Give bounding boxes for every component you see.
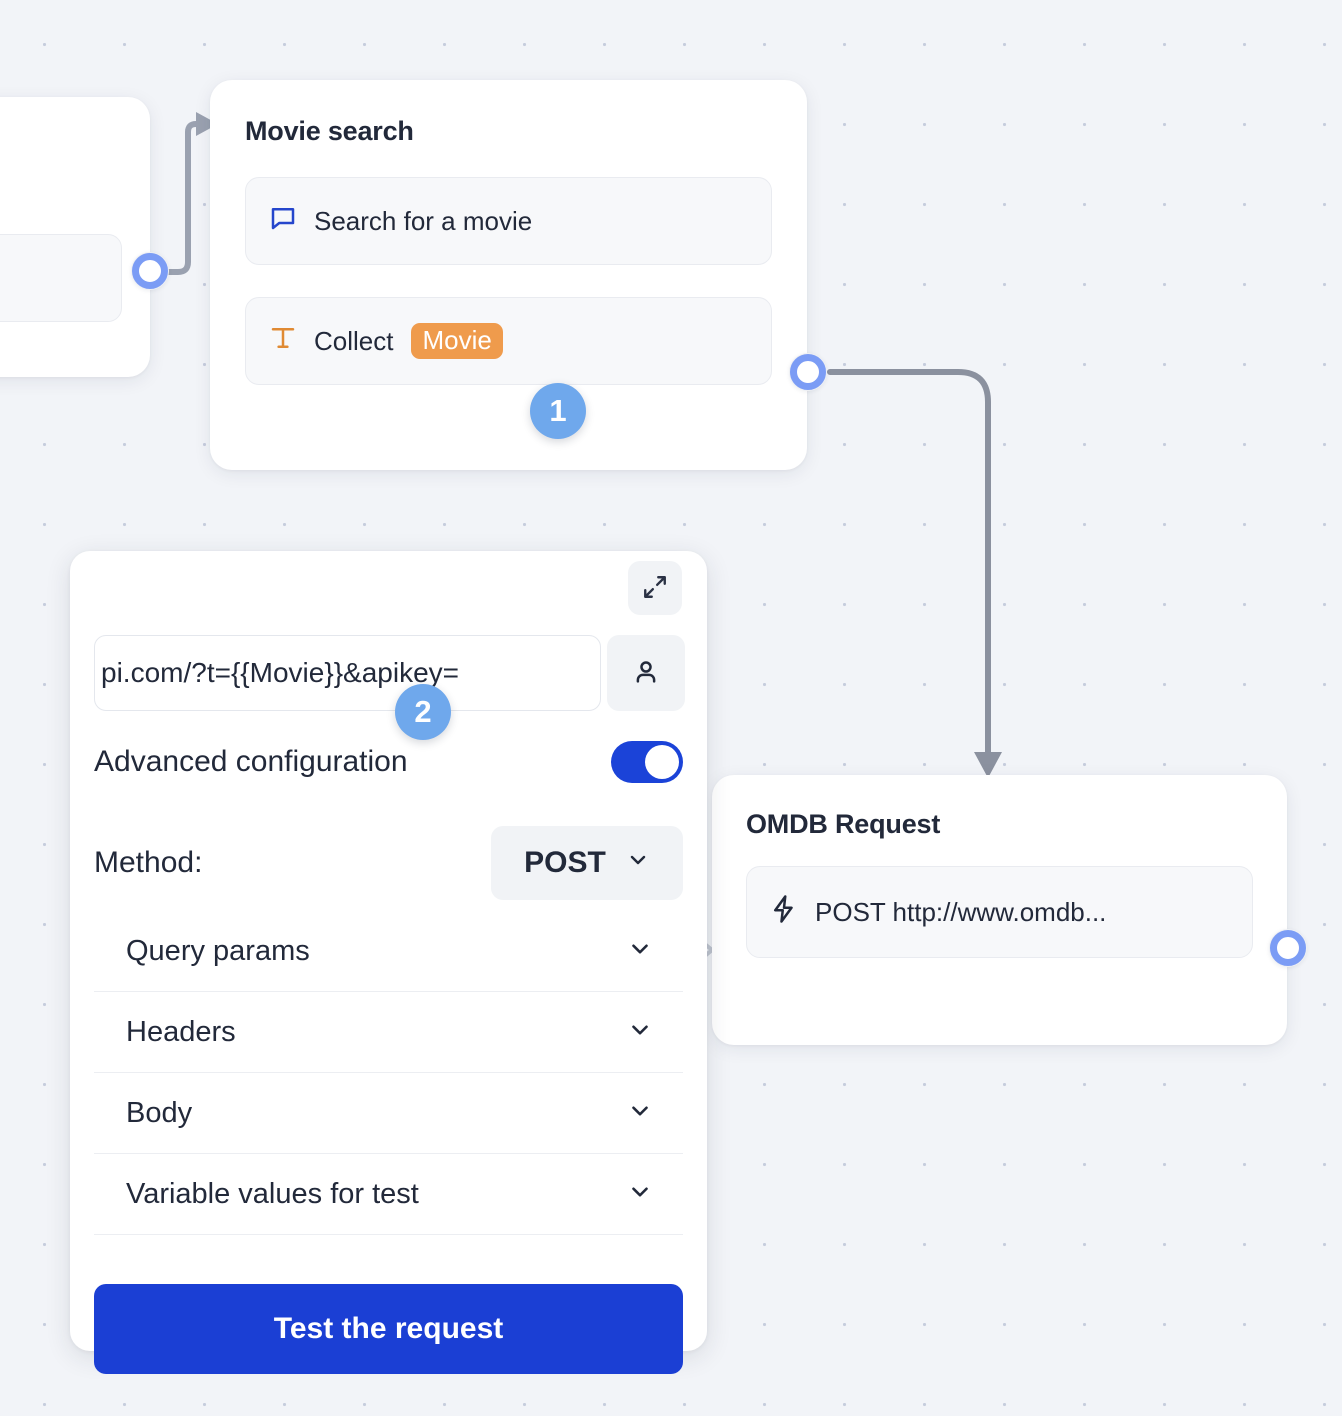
node-row-placeholder [0,234,122,322]
connector-handle-omdb-output[interactable] [1269,929,1307,967]
node-row-post-request[interactable]: POST http://www.omdb... [746,866,1253,958]
chevron-down-icon [627,1179,653,1210]
accordion-list: Query params Headers Body Variable value… [94,911,683,1235]
lightning-bolt-icon [769,894,799,931]
variable-chip-movie[interactable]: Movie [411,323,503,359]
node-card-movie-search[interactable]: Movie search Search for a movie Collect … [210,80,807,470]
expand-diagonal-icon [642,574,668,603]
step-badge-2: 2 [395,684,451,740]
node-card-omdb-request[interactable]: OMDB Request POST http://www.omdb... [712,775,1287,1045]
node-row-collect-movie[interactable]: Collect Movie [245,297,772,385]
auth-user-button[interactable] [607,635,685,711]
request-url-input[interactable]: pi.com/?t={{Movie}}&apikey= [94,635,601,711]
request-config-panel[interactable]: pi.com/?t={{Movie}}&apikey= Advanced con… [70,551,707,1351]
advanced-configuration-label: Advanced configuration [94,745,408,778]
request-url-value: pi.com/?t={{Movie}}&apikey= [101,657,460,688]
chevron-down-icon [626,846,650,880]
text-field-icon [268,323,298,360]
step-badge-1: 1 [530,383,586,439]
chat-bubble-icon [268,203,298,240]
node-card-partial[interactable] [0,97,150,377]
accordion-query-params[interactable]: Query params [94,911,683,992]
accordion-label: Query params [126,934,310,967]
chevron-down-icon [627,936,653,967]
accordion-variable-values-for-test[interactable]: Variable values for test [94,1154,683,1235]
expand-panel-button[interactable] [628,561,682,615]
node-row-label: Search for a movie [314,205,533,236]
test-the-request-button[interactable]: Test the request [94,1284,683,1374]
accordion-body[interactable]: Body [94,1073,683,1154]
person-icon [631,657,661,690]
connector-handle-movie-search-output[interactable] [789,353,827,391]
method-value: POST [524,846,606,879]
accordion-headers[interactable]: Headers [94,992,683,1073]
advanced-configuration-toggle[interactable] [611,741,683,783]
accordion-label: Variable values for test [126,1177,419,1210]
node-title-omdb-request: OMDB Request [746,809,941,839]
node-row-label: POST http://www.omdb... [815,896,1107,927]
node-title-movie-search: Movie search [245,116,414,146]
method-row: Method: POST [94,826,683,900]
method-select[interactable]: POST [491,826,683,900]
method-label: Method: [94,846,203,879]
accordion-label: Body [126,1096,193,1129]
chevron-down-icon [627,1098,653,1129]
node-row-search-for-a-movie[interactable]: Search for a movie [245,177,772,265]
chevron-down-icon [627,1017,653,1048]
node-row-label: Collect [314,325,394,356]
accordion-label: Headers [126,1015,236,1048]
advanced-configuration-row[interactable]: Advanced configuration [94,741,683,783]
url-input-row[interactable]: pi.com/?t={{Movie}}&apikey= [94,635,685,711]
connector-handle-partial-output[interactable] [131,252,169,290]
